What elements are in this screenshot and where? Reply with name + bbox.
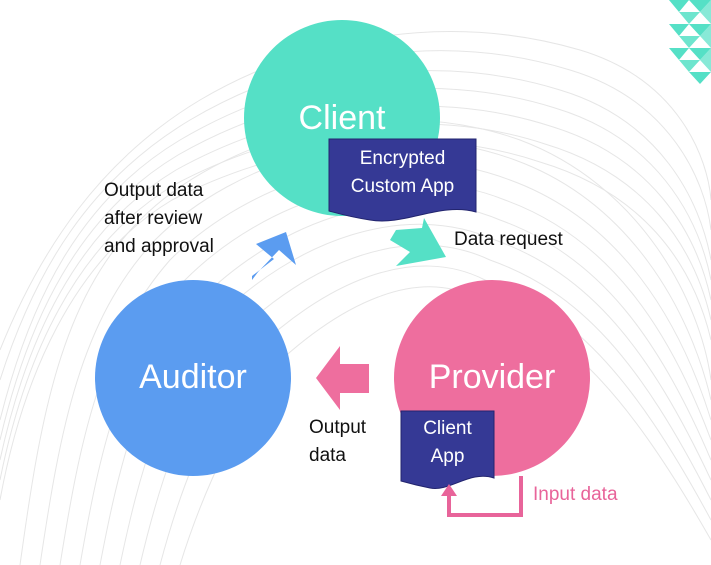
- output-after-review-label: Output data after review and approval: [104, 180, 214, 257]
- arrow-up-right-icon: [252, 232, 296, 280]
- input-data-loop-arrow: [447, 476, 523, 517]
- arrowhead-up-icon: [441, 484, 457, 496]
- triangle-pattern: [669, 0, 711, 84]
- data-request-label: Data request: [454, 229, 563, 250]
- arrow-down-right-icon: [390, 218, 446, 266]
- auditor-label: Auditor: [139, 358, 247, 396]
- client-app-document: [400, 410, 495, 489]
- client-label: Client: [298, 99, 386, 137]
- encrypted-app-label: Encrypted Custom App: [350, 148, 455, 197]
- provider-label: Provider: [428, 358, 556, 396]
- output-data-label: Output data: [309, 417, 367, 466]
- encrypted-app-document: [328, 138, 477, 222]
- input-data-label: Input data: [533, 484, 618, 505]
- arrow-left-icon: [316, 346, 369, 410]
- auditor-node: [95, 280, 291, 476]
- client-app-label: Client App: [423, 418, 472, 467]
